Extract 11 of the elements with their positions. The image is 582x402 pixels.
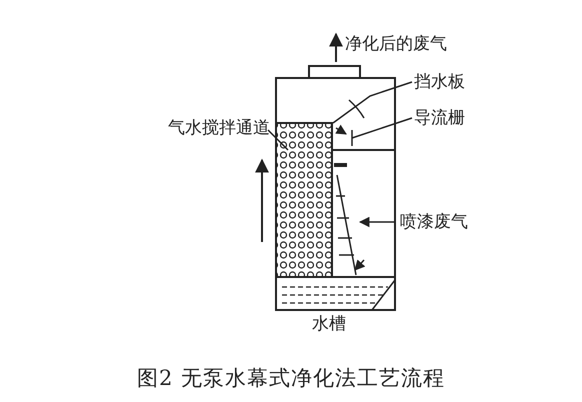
figure-caption: 图2 无泵水幕式净化法工艺流程 bbox=[136, 366, 446, 390]
callout-label: 挡水板 bbox=[414, 72, 465, 92]
callout-label: 导流栅 bbox=[414, 108, 465, 128]
callout-label: 气水搅拌通道 bbox=[168, 118, 270, 138]
arrow bbox=[358, 216, 396, 228]
part-label: 净化后的废气 bbox=[345, 34, 447, 54]
leader-line bbox=[267, 129, 289, 151]
callout-label: 喷漆废气 bbox=[400, 212, 468, 232]
part-label: 水槽 bbox=[312, 314, 346, 334]
leader-line bbox=[332, 81, 412, 124]
leader-line bbox=[352, 117, 412, 139]
